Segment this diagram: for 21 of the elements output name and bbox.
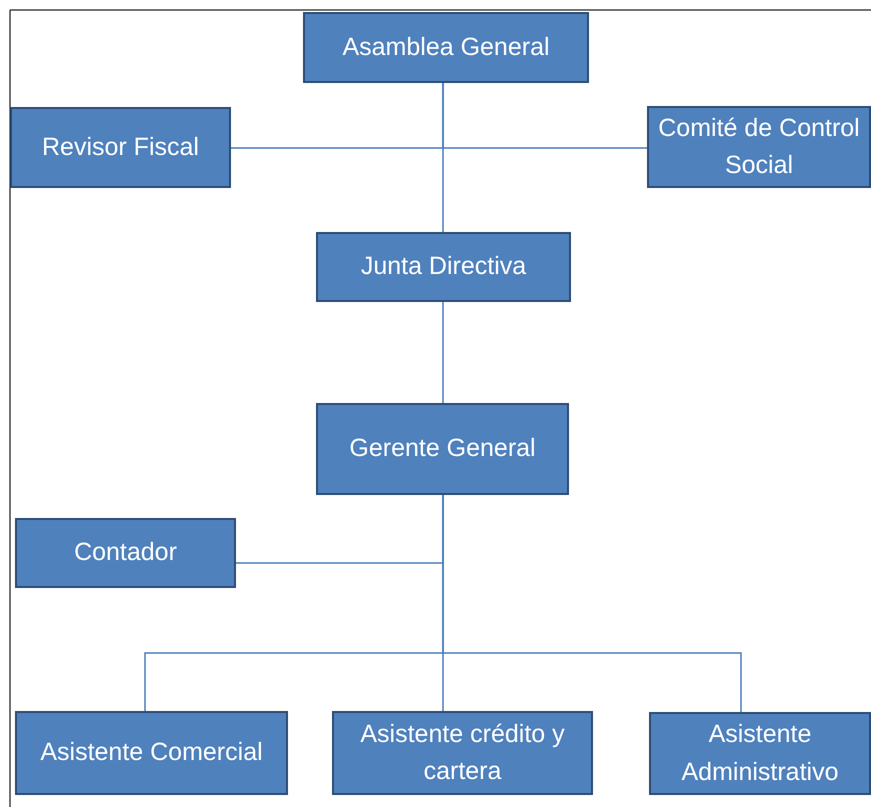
connector-line (442, 495, 742, 712)
box-label: Comité de Control Social (657, 112, 861, 181)
box-label: Asistente Administrativo (680, 719, 840, 788)
org-box (316, 403, 569, 495)
org-box (10, 107, 231, 188)
org-box (332, 711, 593, 795)
org-box (316, 232, 571, 302)
org-box (15, 711, 288, 795)
box-label: Junta Directiva (360, 251, 526, 282)
org-box (15, 518, 236, 588)
connector-line (442, 83, 647, 149)
connector-line (442, 302, 444, 403)
box-label: Revisor Fiscal (42, 132, 199, 163)
box-label: Asamblea General (342, 32, 550, 63)
org-box (303, 12, 589, 83)
org-box (647, 106, 871, 188)
box-label: Contador (74, 537, 177, 568)
box-label: Gerente General (349, 433, 536, 464)
org-box (649, 712, 871, 795)
box-label: Asistente Comercial (40, 737, 263, 768)
box-label: Asistente crédito y cartera (359, 718, 566, 787)
